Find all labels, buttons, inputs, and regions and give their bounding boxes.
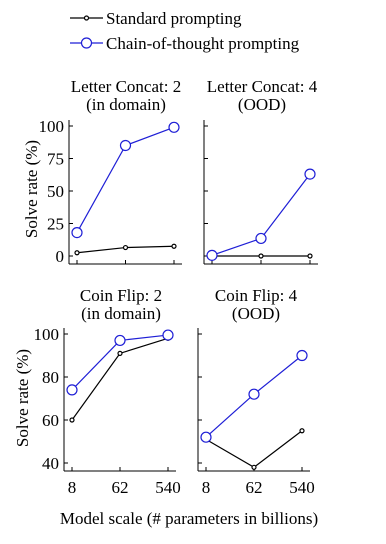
panel-4-series-standard-line (205, 430, 303, 469)
legend-marker-standard (83, 15, 90, 21)
panel-1-series-standard-point (74, 250, 80, 256)
legend-label-standard: Standard prompting (106, 9, 242, 28)
panel-4-series-standard-point (251, 464, 257, 470)
panel-3-series-standard-point (117, 350, 123, 356)
panel-4-series-cot-point (296, 349, 308, 362)
panel-3-x-tick-label: 8 (68, 478, 77, 497)
panel-1-y-tick-label: 50 (47, 182, 64, 201)
panel-3-y-tick-label: 100 (34, 325, 60, 344)
panel-3-x-tick-label: 62 (112, 478, 129, 497)
panel-3-series-standard-point (69, 417, 75, 423)
panel-3-series-cot-point (114, 334, 126, 347)
panel-2-series-cot-point (255, 232, 267, 245)
panel-1: 0 25 50 75 100 (39, 117, 182, 266)
panel-1-series-standard-point (171, 243, 177, 249)
legend-entry-cot: Chain-of-thought prompting (70, 34, 300, 53)
panel-3-title-line-1: Coin Flip: 2 (80, 286, 162, 305)
x-axis-label: Model scale (# parameters in billions) (60, 509, 318, 528)
panel-1-title-line-2: (in domain) (86, 95, 166, 114)
panel-2-series-standard-point (258, 253, 264, 259)
panel-4-x-tick-label: 8 (202, 478, 211, 497)
panel-4-series-cot-point (248, 388, 260, 400)
panel-3-series-standard-line (71, 337, 169, 421)
panel-2-series-cot-point (304, 168, 316, 180)
panel-4-x-tick-label: 540 (289, 478, 315, 497)
panel-3: 40 60 80 100 8 62 540 (34, 325, 181, 497)
panel-3-x-tick-label: 540 (155, 478, 181, 497)
panel-4: 8 62 540 (197, 328, 315, 497)
panel-3-series-cot-point (66, 384, 78, 396)
panel-1-series-standard-point (122, 244, 129, 251)
legend-entry-standard: Standard prompting (70, 9, 242, 28)
legend: Standard prompting Chain-of-thought prom… (70, 9, 300, 53)
panel-1-title-line-1: Letter Concat: 2 (71, 77, 181, 96)
panel-1-series-cot-point (71, 227, 83, 239)
panel-2-title-line-1: Letter Concat: 4 (207, 77, 318, 96)
panel-4-series-standard-point (299, 428, 305, 434)
panel-1-series-cot-point (168, 121, 180, 133)
panel-3-series-cot-point (162, 329, 174, 341)
panel-3-y-tick-label: 60 (42, 411, 59, 430)
legend-label-cot: Chain-of-thought prompting (106, 34, 300, 53)
panel-2 (203, 120, 318, 265)
panel-3-title-line-2: (in domain) (81, 304, 161, 323)
panel-4-series-cot-point (200, 431, 212, 443)
panel-1-y-tick-label: 75 (47, 150, 64, 169)
panel-2-title-line-2: (OOD) (238, 95, 286, 114)
legend-marker-cot (80, 37, 93, 49)
panel-4-x-tick-label: 62 (246, 478, 263, 497)
panel-1-y-tick-label: 100 (39, 117, 65, 136)
panel-3-y-tick-label: 80 (42, 368, 59, 387)
panel-2-series-cot-point (206, 249, 218, 261)
panel-4-title-line-2: (OOD) (232, 304, 280, 323)
panel-4-title-line-1: Coin Flip: 4 (215, 286, 298, 305)
panels: 0 25 50 75 100 40 60 80 100 8 62 540 8 62 540 (34, 117, 318, 497)
panel-3-y-axis-label: Solve rate (%) (13, 349, 32, 447)
panel-1-series-cot-point (119, 139, 132, 152)
panel-1-y-tick-label: 0 (56, 247, 65, 266)
panel-1-y-axis-label: Solve rate (%) (22, 140, 41, 238)
panel-2-series-standard-point (307, 253, 313, 259)
panel-3-y-tick-label: 40 (42, 454, 59, 473)
panel-1-y-tick-label: 25 (47, 215, 64, 234)
